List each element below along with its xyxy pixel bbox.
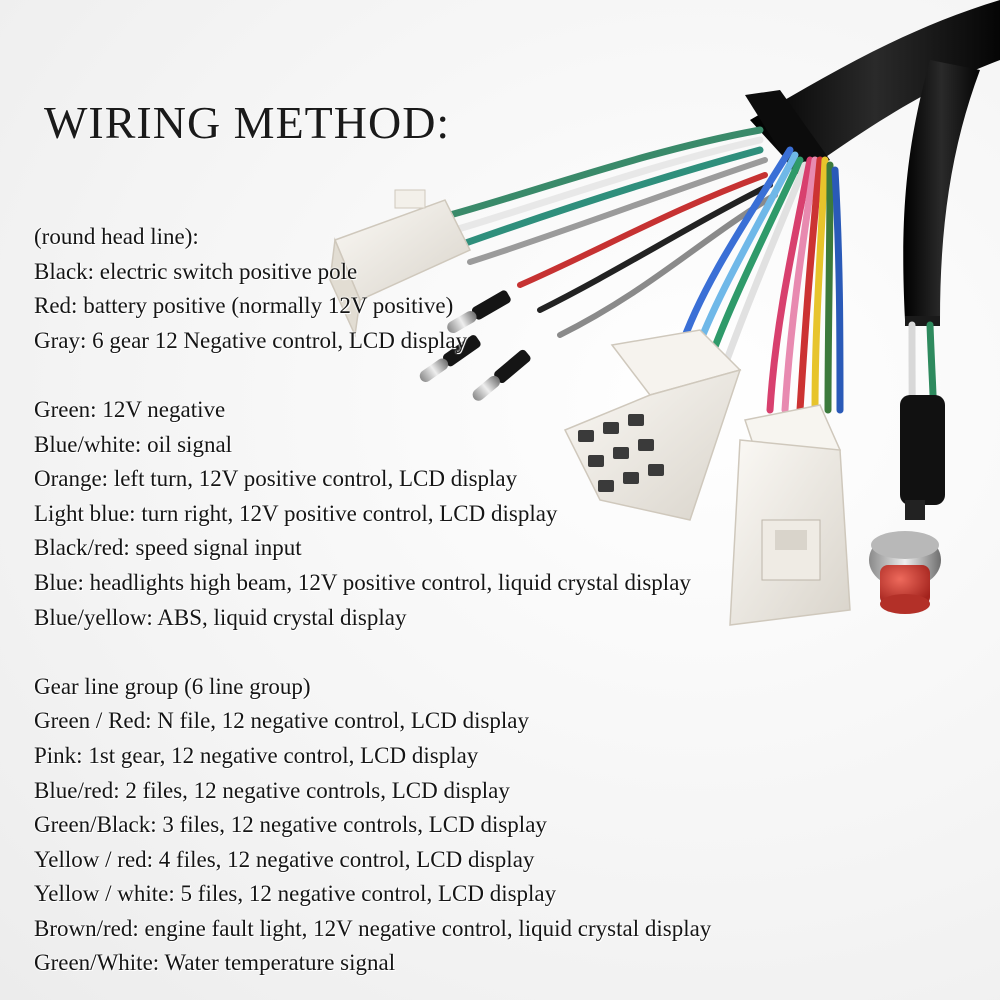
six-pin-connector (729, 404, 851, 626)
list-item: (round head line): (34, 224, 199, 249)
list-spacer (34, 635, 711, 670)
four-pin-connector (329, 189, 472, 338)
list-item: Green / Red: N file, 12 negative control… (34, 708, 530, 734)
list-item: Blue/red: 2 files, 12 negative controls,… (34, 777, 510, 803)
list-item: Blue/white: oil signal (34, 431, 233, 457)
list-item: Yellow / white: 5 files, 12 negative con… (34, 881, 557, 907)
central-wire-bundle (676, 146, 844, 414)
list-item: Orange: left turn, 12V positive control,… (34, 466, 518, 492)
list-item: Black: electric switch positive pole (34, 258, 358, 284)
list-item: Red: battery positive (normally 12V posi… (34, 293, 454, 319)
list-item: Brown/red: engine fault light, 12V negat… (34, 915, 712, 941)
list-item: Green: 12V negative (34, 396, 226, 422)
list-item: Black/red: speed signal input (34, 535, 302, 561)
list-item: Light blue: turn right, 12V positive con… (34, 500, 558, 526)
list-item: Blue: headlights high beam, 12V positive… (34, 569, 691, 595)
list-item: Gear line group (6 line group) (34, 673, 311, 699)
nine-pin-connector (563, 329, 742, 521)
push-button-switch (869, 500, 941, 614)
list-spacer (34, 358, 711, 393)
button-cable-sheath (903, 60, 980, 326)
main-cable-sheath (745, 0, 1000, 175)
button-wires (900, 321, 945, 505)
list-item: Yellow / red: 4 files, 12 negative contr… (34, 846, 535, 872)
bullet-connectors (419, 290, 531, 401)
list-item: Green/White: Water temperature signal (34, 950, 396, 976)
list-item: Green/Black: 3 files, 12 negative contro… (34, 812, 547, 838)
list-item: Pink: 1st gear, 12 negative control, LCD… (34, 742, 479, 768)
list-item: Gray: 6 gear 12 Negative control, LCD di… (34, 327, 468, 353)
list-item: Blue/yellow: ABS, liquid crystal display (34, 604, 407, 630)
wiring-description-list: (round head line): Black: electric switc… (34, 220, 711, 981)
page-title: WIRING METHOD: (44, 97, 451, 148)
